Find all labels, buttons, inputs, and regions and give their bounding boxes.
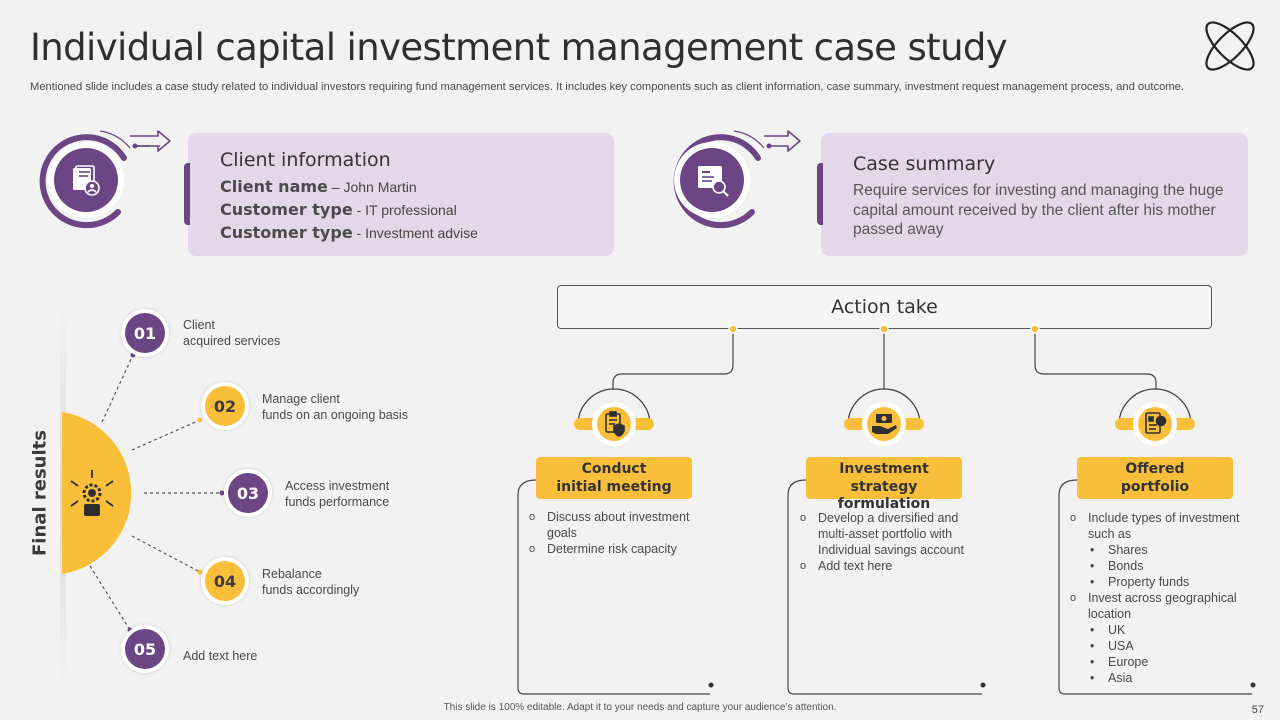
result-text-03: Access investment funds performance xyxy=(285,479,390,509)
action-column-1-list: Discuss about investment goals Determine… xyxy=(527,509,707,557)
action-column-3-title: Offered portfolio xyxy=(1077,457,1233,499)
list-item: Add text here xyxy=(798,558,978,574)
gear-people-icon xyxy=(70,470,114,516)
client-profile-icon xyxy=(73,165,100,196)
clipboard-shield-icon xyxy=(605,411,625,437)
client-card-tab xyxy=(184,163,190,225)
list-subitem: Bonds xyxy=(1068,558,1243,574)
result-text-05: Add text here xyxy=(183,649,258,663)
client-name-row: Client name – John Martin xyxy=(220,177,417,196)
client-information-title: Client information xyxy=(220,149,391,171)
logo-x-orbit-icon xyxy=(1205,21,1255,71)
result-text-04: Rebalance funds accordingly xyxy=(262,567,360,597)
page-subtitle: Mentioned slide includes a case study re… xyxy=(30,81,1184,93)
action-column-2-title: Investment strategy formulation xyxy=(806,457,962,512)
case-document-search-icon xyxy=(698,166,729,197)
list-subitem: Shares xyxy=(1068,542,1243,558)
client-circle-graphic xyxy=(39,130,171,229)
action-connectors xyxy=(517,324,1256,695)
case-summary-title: Case summary xyxy=(853,153,996,175)
list-subitem: Property funds xyxy=(1068,574,1243,590)
result-number-01: 01 xyxy=(121,309,169,357)
result-number-04: 04 xyxy=(201,557,249,605)
action-column-1-title: Conduct initial meeting xyxy=(536,457,692,499)
customer-type-row: Customer type - Investment advise xyxy=(220,223,478,242)
client-information-card: Client information Client name – John Ma… xyxy=(184,133,614,256)
footer-note: This slide is 100% editable. Adapt it to… xyxy=(443,702,837,713)
case-circle-graphic xyxy=(673,130,801,229)
portfolio-document-icon xyxy=(1145,412,1167,434)
hand-money-icon xyxy=(872,414,897,434)
page-number: 57 xyxy=(1251,704,1264,716)
list-item: Include types of investment such as xyxy=(1068,510,1243,542)
result-number-02: 02 xyxy=(201,382,249,430)
list-subitem: USA xyxy=(1068,638,1243,654)
result-text-01: Client acquired services xyxy=(183,318,281,348)
case-card-tab xyxy=(817,163,823,225)
result-text-02: Manage client funds on an ongoing basis xyxy=(262,392,408,422)
action-column-2-list: Develop a diversified and multi-asset po… xyxy=(798,510,978,574)
list-subitem: Europe xyxy=(1068,654,1243,670)
list-item: Discuss about investment goals xyxy=(527,509,707,541)
customer-type-row: Customer type - IT professional xyxy=(220,200,457,219)
case-summary-text: Require services for investing and manag… xyxy=(853,182,1224,238)
result-number-05: 05 xyxy=(121,625,169,673)
list-subitem: UK xyxy=(1068,622,1243,638)
list-item: Invest across geographical location xyxy=(1068,590,1243,622)
case-summary-card: Case summary Require services for invest… xyxy=(817,133,1248,256)
list-subitem: Asia xyxy=(1068,670,1243,686)
result-number-03: 03 xyxy=(224,469,272,517)
list-item: Develop a diversified and multi-asset po… xyxy=(798,510,978,558)
list-item: Determine risk capacity xyxy=(527,541,707,557)
action-column-3-list: Include types of investment such as Shar… xyxy=(1068,510,1243,686)
final-results-label: Final results xyxy=(29,430,51,556)
page-title: Individual capital investment management… xyxy=(30,26,1008,69)
action-take-header: Action take xyxy=(557,285,1212,329)
